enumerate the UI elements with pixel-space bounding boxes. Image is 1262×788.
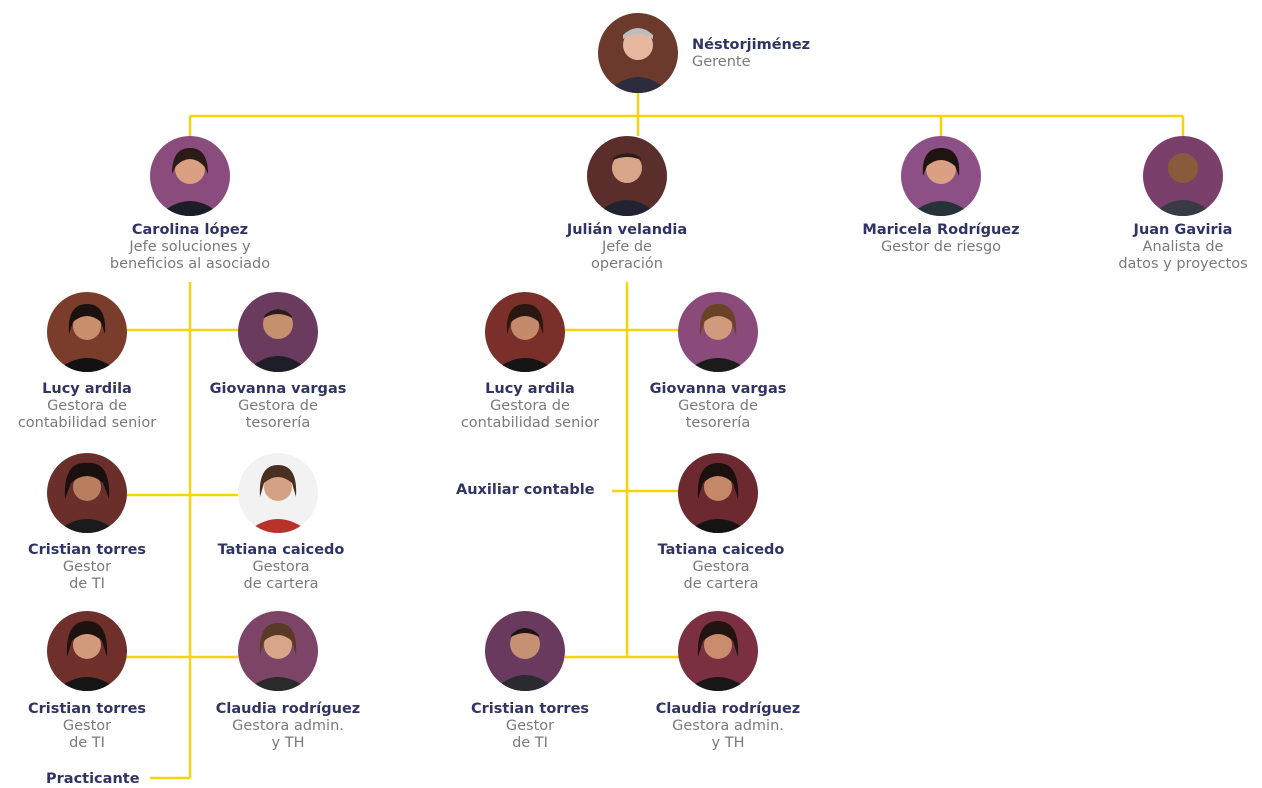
person-role: de cartera xyxy=(243,576,319,592)
person-role: Jefe de xyxy=(602,239,652,255)
person-name: Cristian torres xyxy=(27,701,147,717)
person-role: contabilidad senior xyxy=(17,415,157,431)
person-role: de TI xyxy=(512,735,548,751)
card-left-tatiana: Tatiana caicedo Gestora de cartera xyxy=(181,542,381,593)
person-name: Claudia rodríguez xyxy=(655,701,801,717)
person-role: de cartera xyxy=(683,576,759,592)
avatar-left-claudia xyxy=(238,611,318,691)
card-mid-tatiana: Tatiana caicedo Gestora de cartera xyxy=(621,542,821,593)
card-left-claudia: Claudia rodríguez Gestora admin. y TH xyxy=(188,701,388,752)
person-name: Juan Gaviria xyxy=(1133,222,1233,238)
person-role: Gestora de xyxy=(47,398,127,414)
person-name: Giovanna vargas xyxy=(209,381,347,397)
person-name: Tatiana caicedo xyxy=(657,542,785,558)
avatar-left-lucy xyxy=(47,292,127,372)
person-name: Cristian torres xyxy=(27,542,147,558)
avatar-left-tatiana xyxy=(238,453,318,533)
person-role: Gestora admin. xyxy=(232,718,344,734)
person-name: Lucy ardila xyxy=(485,381,575,397)
person-role: de TI xyxy=(69,735,105,751)
person-role: operación xyxy=(591,256,663,272)
card-carolina: Carolina lópez Jefe soluciones y benefic… xyxy=(90,222,290,273)
person-role: y TH xyxy=(711,735,745,751)
card-mid-lucy: Lucy ardila Gestora de contabilidad seni… xyxy=(430,381,630,432)
person-name: Tatiana caicedo xyxy=(217,542,345,558)
person-name: Lucy ardila xyxy=(42,381,132,397)
manager-role: Gerente xyxy=(692,54,751,70)
person-role: datos y proyectos xyxy=(1118,256,1248,272)
person-role: Gestor xyxy=(62,559,112,575)
card-left-lucy: Lucy ardila Gestora de contabilidad seni… xyxy=(0,381,187,432)
person-role: beneficios al asociado xyxy=(109,256,271,272)
person-role: de TI xyxy=(69,576,105,592)
person-role: Gestora de xyxy=(490,398,570,414)
avatar-mid-cristian xyxy=(485,611,565,691)
person-role: Analista de xyxy=(1142,239,1224,255)
person-name: Claudia rodríguez xyxy=(215,701,361,717)
person-role: Gestora de xyxy=(238,398,318,414)
person-name: Cristian torres xyxy=(470,701,590,717)
avatar-left-cristian-2 xyxy=(47,611,127,691)
avatar-left-giovanna xyxy=(238,292,318,372)
person-role: Gestora xyxy=(252,559,310,575)
avatar-mid-giovanna xyxy=(678,292,758,372)
card-maricela: Maricela Rodríguez Gestor de riesgo xyxy=(841,222,1041,256)
avatar-mid-lucy xyxy=(485,292,565,372)
person-role: tesorería xyxy=(685,415,751,431)
card-julian: Julián velandia Jefe de operación xyxy=(527,222,727,273)
person-name: Carolina lópez xyxy=(131,222,249,238)
card-mid-claudia: Claudia rodríguez Gestora admin. y TH xyxy=(628,701,828,752)
person-role: Gestor xyxy=(505,718,555,734)
label-practicante: Practicante xyxy=(46,771,140,787)
avatar-mid-tatiana xyxy=(678,453,758,533)
person-name: Giovanna vargas xyxy=(649,381,787,397)
avatar-left-cristian-1 xyxy=(47,453,127,533)
label-auxiliar-contable: Auxiliar contable xyxy=(456,482,595,498)
person-role: Gestora de xyxy=(678,398,758,414)
card-left-giovanna: Giovanna vargas Gestora de tesorería xyxy=(178,381,378,432)
person-role: tesorería xyxy=(245,415,311,431)
avatar-mid-claudia xyxy=(678,611,758,691)
person-role: contabilidad senior xyxy=(460,415,600,431)
card-left-cristian-1: Cristian torres Gestor de TI xyxy=(0,542,187,593)
manager-name: Néstorjiménez xyxy=(692,37,811,53)
person-role: y TH xyxy=(271,735,305,751)
person-role: Gestor xyxy=(62,718,112,734)
card-mid-cristian: Cristian torres Gestor de TI xyxy=(430,701,630,752)
person-role: Gestora xyxy=(692,559,750,575)
avatar-maricela xyxy=(901,136,981,216)
person-role: Gestor de riesgo xyxy=(880,239,1002,255)
avatar-julian xyxy=(587,136,667,216)
card-juan: Juan Gaviria Analista de datos y proyect… xyxy=(1083,222,1262,273)
card-manager: Néstorjiménez Gerente xyxy=(692,37,810,71)
avatar-juan xyxy=(1143,136,1223,216)
avatar-manager xyxy=(598,13,678,93)
card-mid-giovanna: Giovanna vargas Gestora de tesorería xyxy=(618,381,818,432)
person-role: Jefe soluciones y xyxy=(129,239,251,255)
person-name: Maricela Rodríguez xyxy=(862,222,1020,238)
card-left-cristian-2: Cristian torres Gestor de TI xyxy=(0,701,187,752)
person-name: Julián velandia xyxy=(566,222,688,238)
person-role: Gestora admin. xyxy=(672,718,784,734)
avatar-carolina xyxy=(150,136,230,216)
